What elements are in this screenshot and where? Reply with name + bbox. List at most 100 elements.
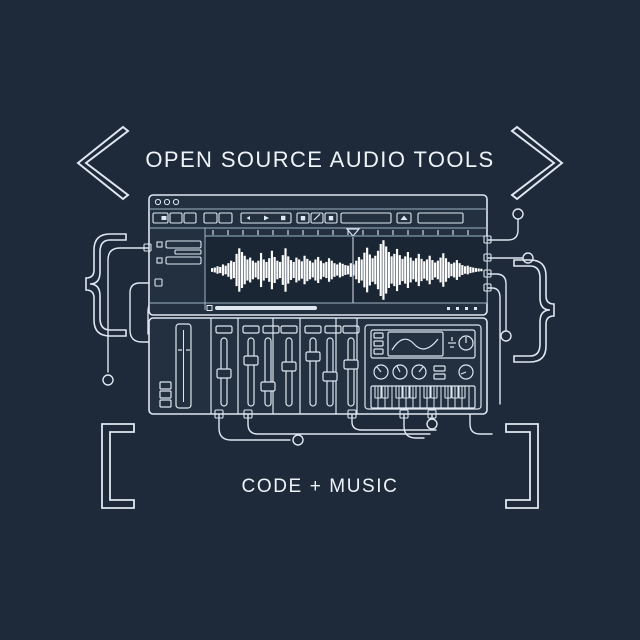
power-knob[interactable] — [458, 335, 474, 351]
ch2-button[interactable] — [242, 325, 260, 334]
waveform-bar — [300, 261, 303, 279]
waveform-bar — [289, 260, 293, 280]
master-strip[interactable] — [159, 323, 192, 409]
track-1-volume-slider[interactable] — [174, 249, 202, 255]
scroll-left-button[interactable] — [206, 305, 213, 311]
waveform-bar — [251, 260, 254, 280]
ch7-button[interactable] — [342, 325, 360, 334]
waveform-bar — [415, 258, 418, 282]
waveform-bar — [347, 265, 350, 275]
synth-preset-2[interactable] — [373, 340, 384, 347]
waveform-display[interactable] — [387, 331, 444, 357]
synth-knob-row[interactable] — [373, 364, 474, 380]
bus-a-button[interactable] — [159, 381, 172, 390]
waveform-bar — [463, 266, 467, 274]
mic-input-button[interactable] — [396, 212, 412, 224]
waveform-bar — [325, 261, 328, 279]
track-2-solo-button[interactable] — [156, 257, 163, 264]
ch3-button[interactable] — [262, 325, 280, 334]
track-header-panel[interactable] — [156, 240, 202, 265]
ch5-fader-cap[interactable] — [305, 351, 321, 362]
stop-icon — [281, 215, 286, 221]
synth-module[interactable] — [364, 324, 482, 410]
track-1-name-field[interactable] — [165, 240, 202, 249]
channel-faders[interactable] — [215, 325, 360, 407]
bus-b-button[interactable] — [159, 390, 172, 399]
ch7-fader-cap[interactable] — [343, 359, 359, 370]
track-2-name-field[interactable] — [165, 256, 202, 265]
waveform-bar — [336, 264, 339, 276]
ch6-fader-cap[interactable] — [322, 371, 338, 382]
jack-r1 — [483, 235, 492, 244]
patch-cable-group — [102, 208, 534, 446]
ch1-button[interactable] — [215, 325, 233, 334]
balance-icon — [448, 337, 456, 348]
play-icon — [264, 215, 269, 221]
chevron-right-icon — [510, 125, 564, 201]
scrollbar-thumb[interactable] — [215, 306, 317, 310]
track-1-solo-button[interactable] — [156, 241, 163, 248]
waveform-bar — [268, 258, 271, 282]
mixer-rack[interactable] — [148, 317, 488, 419]
waveform-bar — [333, 263, 336, 277]
waveform-bar — [398, 255, 401, 285]
ch7-fader-track[interactable] — [347, 337, 355, 407]
waveform-bar — [428, 255, 431, 285]
brace-left-icon — [85, 233, 127, 337]
waveform-bar — [240, 252, 244, 288]
waveform-bar — [363, 252, 366, 288]
waveform-bar — [442, 253, 445, 287]
waveform-bar — [238, 248, 241, 292]
waveform-bar — [327, 258, 331, 282]
skip-start-button[interactable] — [203, 212, 218, 224]
edit-button[interactable] — [310, 212, 324, 224]
skip-end-button[interactable] — [218, 212, 233, 224]
ch3-fader-track[interactable] — [264, 337, 272, 407]
level-meter — [340, 212, 392, 224]
ch5-fader-track[interactable] — [309, 337, 317, 407]
jack-r4 — [483, 283, 492, 292]
loop-button[interactable] — [324, 212, 338, 224]
waveform-bar — [458, 263, 461, 277]
jack-r2 — [483, 253, 492, 262]
waveform-bar — [265, 261, 268, 279]
daw-window[interactable] — [143, 194, 492, 316]
waveform-bar — [306, 258, 309, 282]
pad-button-2[interactable] — [433, 373, 446, 380]
audio-waveform[interactable] — [211, 240, 483, 300]
transport-main-group[interactable] — [240, 212, 292, 224]
horizontal-scrollbar[interactable] — [149, 302, 487, 311]
output-bar[interactable] — [417, 212, 464, 224]
waveform-bar — [254, 262, 257, 278]
synth-preset-1[interactable] — [373, 332, 384, 339]
waveform-bar — [249, 257, 252, 283]
bus-c-button[interactable] — [159, 399, 172, 408]
master-fader-track[interactable] — [175, 323, 192, 409]
waveform-bar — [385, 246, 388, 294]
waveform-bar — [257, 260, 260, 280]
ch2-fader-track[interactable] — [247, 337, 255, 407]
mixer-bottom-jacks[interactable] — [214, 409, 437, 419]
synth-preset-3[interactable] — [373, 348, 384, 355]
piano-keyboard[interactable] — [370, 385, 476, 409]
knob-4 — [458, 364, 474, 380]
window-toolbar[interactable] — [152, 212, 464, 224]
ch2-fader-cap[interactable] — [243, 355, 259, 366]
ch4-button[interactable] — [280, 325, 298, 334]
ch5-button[interactable] — [304, 325, 322, 334]
pad-button-1[interactable] — [433, 365, 446, 372]
record-button[interactable] — [296, 212, 310, 224]
ch1-fader-cap[interactable] — [216, 368, 232, 379]
waveform-bar — [409, 257, 412, 283]
zoom-tool-button[interactable] — [183, 212, 197, 224]
ch4-fader-cap[interactable] — [281, 361, 297, 372]
ch3-fader-cap[interactable] — [260, 381, 276, 392]
ch6-button[interactable] — [324, 325, 342, 334]
window-side-jacks[interactable] — [143, 235, 492, 292]
selection-tool-button[interactable] — [152, 212, 169, 224]
ch4-fader-track[interactable] — [285, 337, 293, 407]
envelope-tool-button[interactable] — [169, 212, 183, 224]
waveform-bar — [412, 260, 415, 280]
